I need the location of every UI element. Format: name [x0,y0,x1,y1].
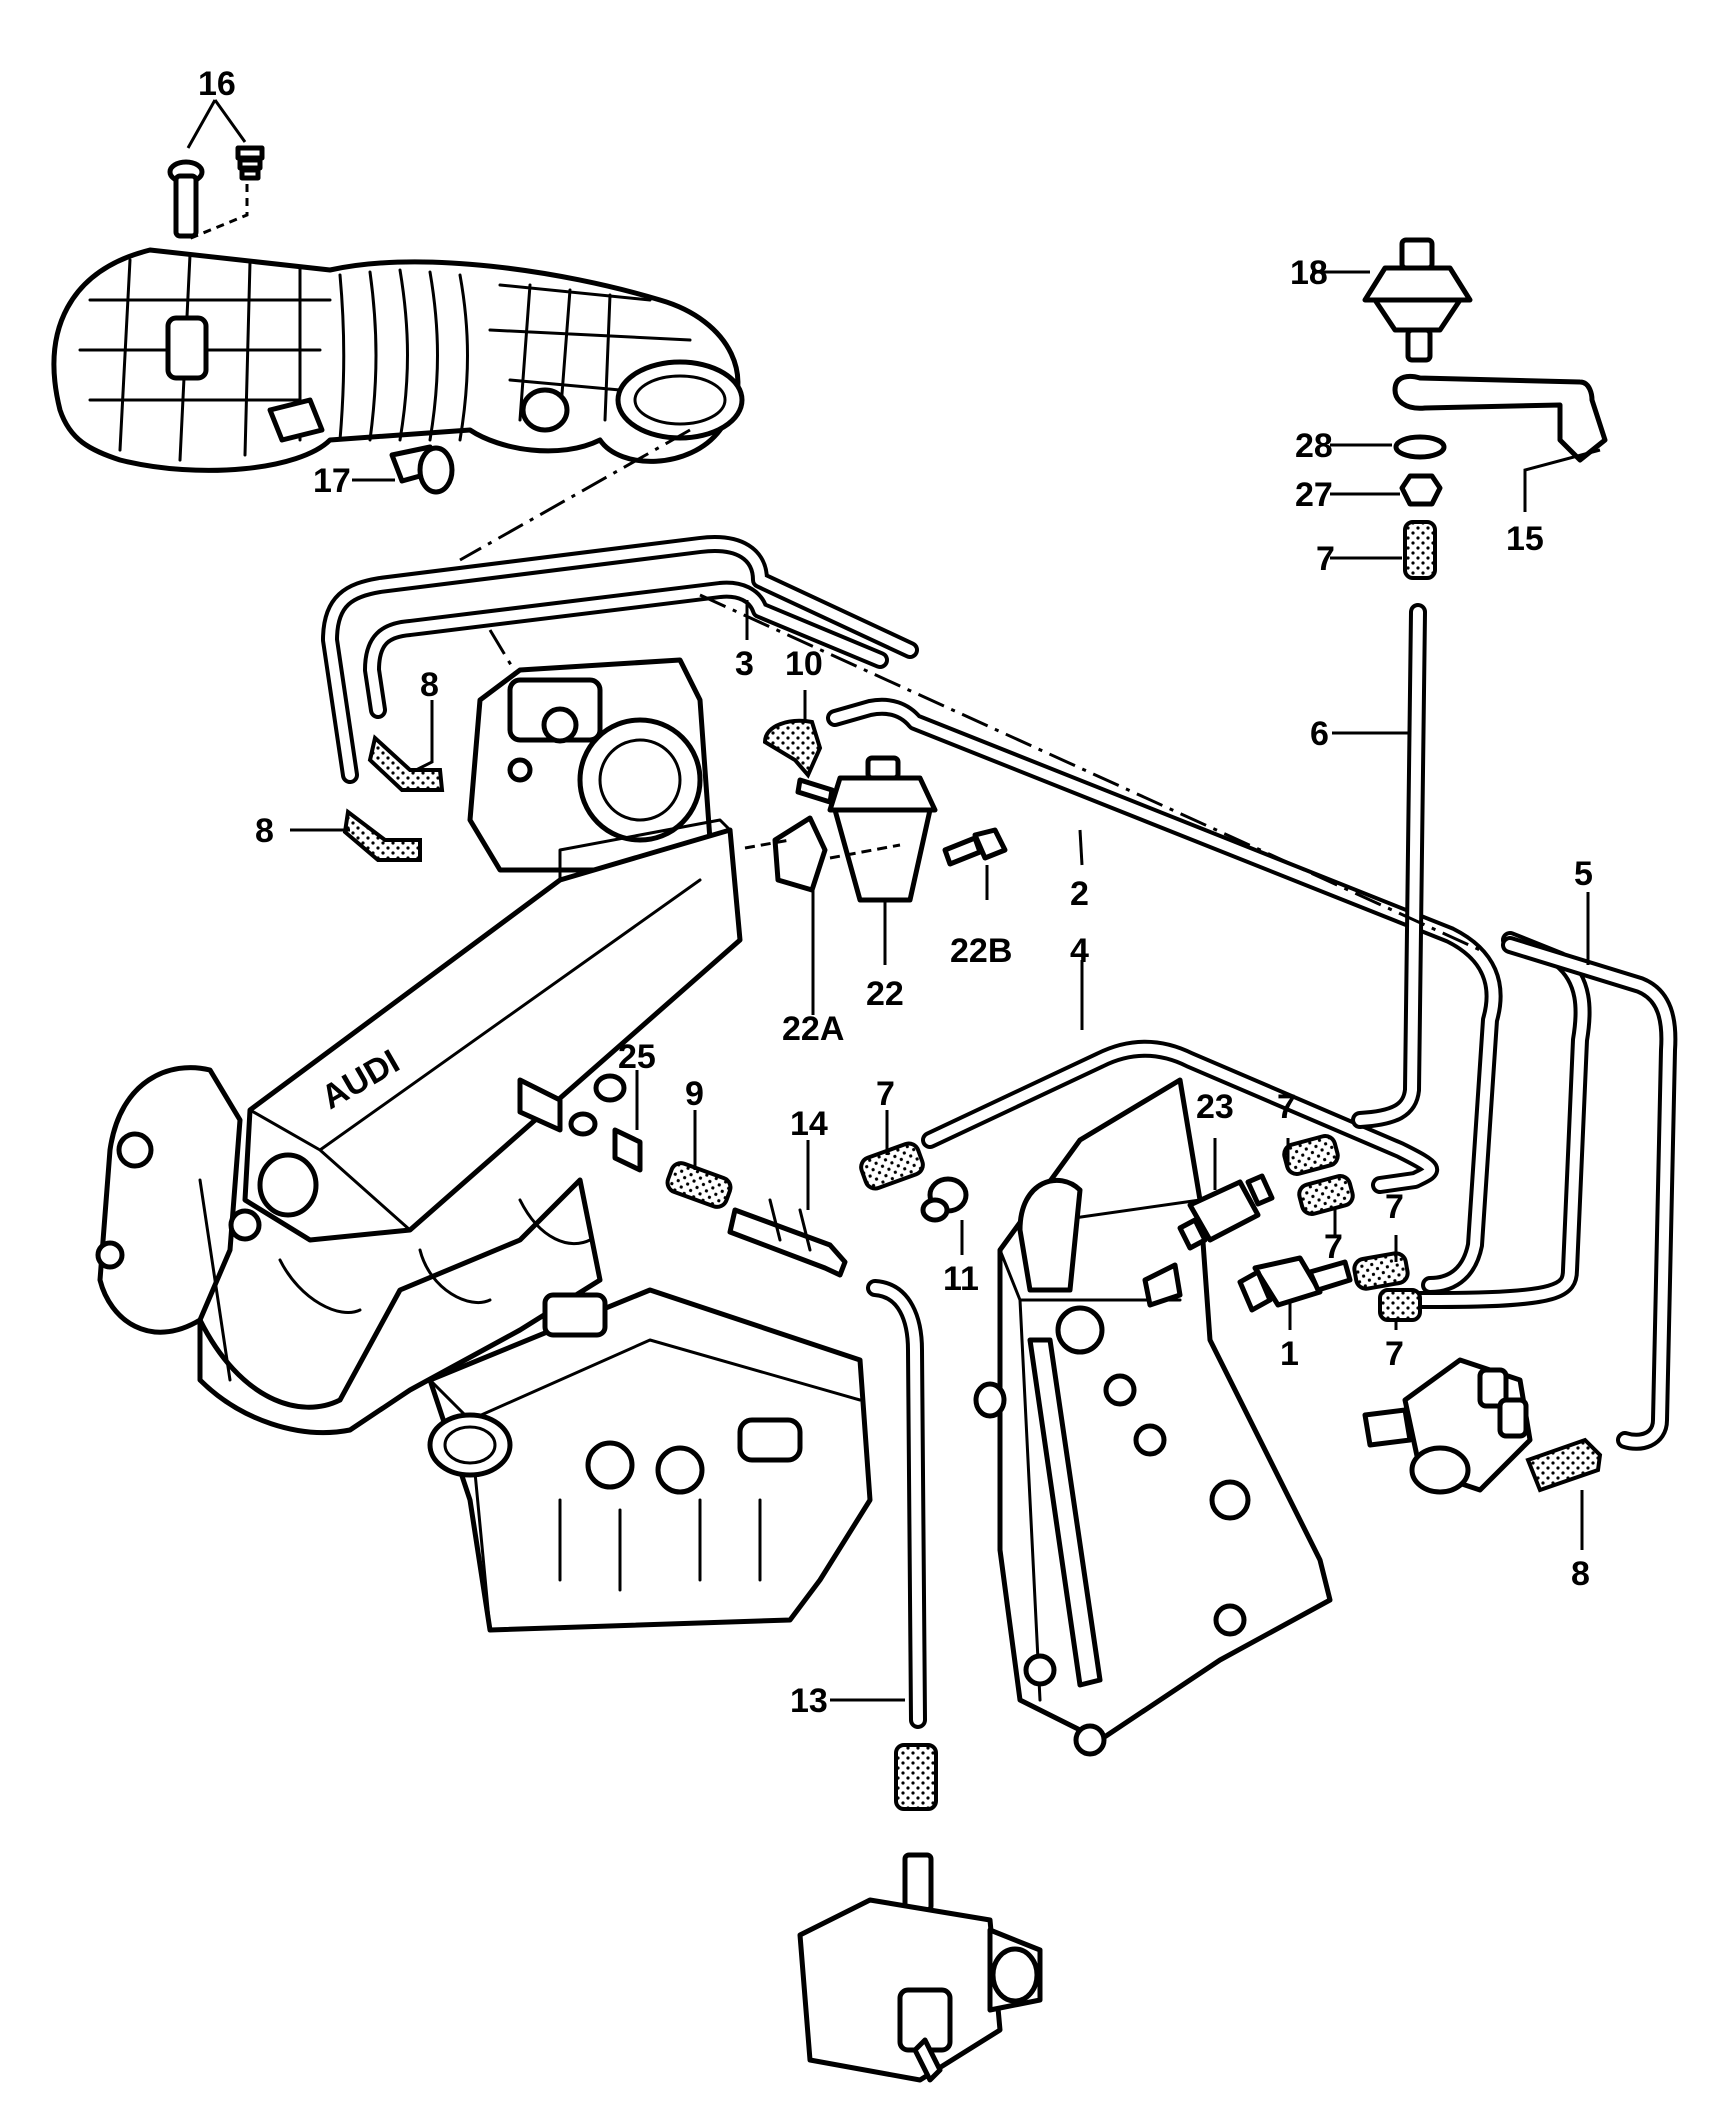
callout-25: 25 [618,1038,656,1076]
callout-17: 17 [313,462,351,500]
callout-27: 27 [1295,476,1333,514]
hose-piece-part-9 [665,1161,733,1209]
callout-7-top: 7 [1316,540,1335,578]
grommet-part-11 [920,1176,969,1223]
gearbox-housing [973,1077,1333,1757]
callout-7-b: 7 [1324,1228,1343,1266]
bolt-part-22B [942,827,1008,867]
assembly-line-duct [459,428,691,562]
elbow-hose-part-10 [762,718,823,779]
actuator-bottom [797,1852,1043,2083]
callout-18: 18 [1290,254,1328,292]
callout-11: 11 [943,1260,979,1298]
bracket-part-15 [1392,374,1608,463]
hose-piece-part-7-c [1352,1251,1410,1291]
callout-8-lower: 8 [255,812,274,850]
hose-piece-part-7-centre [859,1141,925,1191]
callout-22: 22 [866,975,904,1013]
callout-8-right: 8 [1571,1555,1590,1593]
regulator-part-22 [795,755,938,903]
callout-7-a: 7 [1277,1088,1296,1126]
callout-23: 23 [1196,1088,1234,1126]
callout-1: 1 [1280,1335,1299,1373]
gearbox-fitting [1142,1262,1183,1308]
callout-9: 9 [685,1075,704,1113]
engine-block [427,1287,873,1633]
connector-part-25 [517,1073,643,1173]
callout-5: 5 [1574,855,1593,893]
callout-16: 16 [198,65,236,103]
callout-4: 4 [1070,932,1089,970]
elbow-hose-part-8-right [1525,1437,1603,1493]
vacuum-hoses [321,535,1678,1451]
hose-piece-part-7-b [1297,1174,1355,1216]
tube-part-14-legs [768,1198,812,1252]
callout-6: 6 [1310,715,1329,753]
clip-part-16 [167,145,265,242]
washer-part-28 [1393,434,1447,460]
hose-piece-part-7-top [1403,520,1437,580]
plug-part-17 [389,444,455,495]
hose-piece-part-13-end [894,1743,938,1811]
callout-14: 14 [790,1105,828,1143]
hose-piece-part-7-a [1282,1134,1340,1176]
tube-part-14 [727,1207,848,1278]
elbow-hose-part-8-upper [367,734,445,792]
assembly-line-regulator [744,838,901,860]
callout-7-d: 7 [1385,1335,1404,1373]
callout-22A: 22A [782,1010,844,1048]
callout-3: 3 [735,645,754,683]
callout-15: 15 [1506,520,1544,558]
callout-13: 13 [790,1682,828,1720]
callout-28: 28 [1295,427,1333,465]
pressure-sensor-part-18 [1362,237,1473,363]
valve-part-1 [1237,1255,1353,1313]
callout-labels: 16 17 18 28 27 7 15 3 10 8 6 8 2 5 22B 4… [198,65,1593,1720]
callout-8-upper: 8 [420,666,439,704]
air-intake-duct [51,247,745,473]
callout-10: 10 [785,645,823,683]
hose-part-13-inner [870,1283,923,1725]
callout-2: 2 [1070,875,1089,913]
callout-7-c: 7 [1385,1188,1404,1226]
hose-piece-part-7-d [1378,1288,1422,1322]
sensor-part-23 [1177,1173,1275,1251]
elbow-hose-part-8-lower [342,808,422,862]
gasket-part-22A [772,815,828,893]
intake-manifold: AUDI [95,818,743,1435]
nut-part-27 [1399,473,1443,507]
callout-22B: 22B [950,932,1012,970]
distributor [1362,1357,1533,1495]
leader-lines [186,99,1601,1702]
callout-7-centre: 7 [876,1075,895,1113]
throttle-body [467,657,713,873]
